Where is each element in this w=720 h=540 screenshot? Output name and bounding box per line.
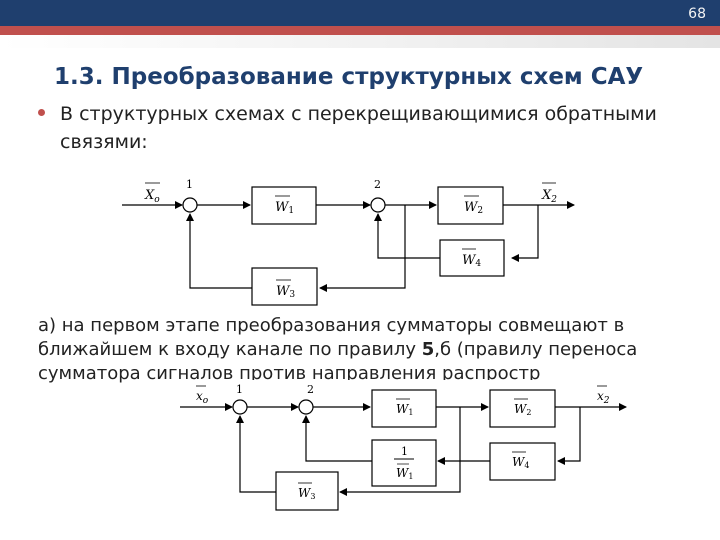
inverse-w1-label: W1 xyxy=(396,466,413,481)
block-w4 xyxy=(439,239,505,277)
input-label: Xo xyxy=(144,188,160,205)
w4-label: W4 xyxy=(512,455,529,470)
w1-label: W1 xyxy=(275,200,294,216)
summator-2 xyxy=(298,399,314,415)
block-w2 xyxy=(437,186,504,225)
block-w1 xyxy=(371,389,437,428)
w1-label: W1 xyxy=(396,402,413,417)
node-2-label: 2 xyxy=(374,178,381,191)
node-1-label: 1 xyxy=(236,383,243,396)
step-a-prefix: а) на первом этапе преобразования суммат… xyxy=(38,315,625,360)
output-label: x2 xyxy=(597,389,610,406)
inverse-numerator: 1 xyxy=(401,445,408,458)
w4-label: W4 xyxy=(462,253,481,269)
output-label: X2 xyxy=(541,188,557,205)
bullet-icon xyxy=(38,109,45,116)
block-w2 xyxy=(489,389,556,428)
header-bar xyxy=(0,0,720,26)
w3-label: W3 xyxy=(276,284,295,300)
step-a-suffix: ,б (правилу переноса сумматора сигналов … xyxy=(38,339,638,384)
step-a-text: а) на первом этапе преобразования суммат… xyxy=(38,314,708,386)
bullet-text: В структурных схемах с перекрещивающимис… xyxy=(60,103,657,153)
rule-number: 5 xyxy=(421,339,435,360)
w2-label: W2 xyxy=(464,200,483,216)
header-gradient-stripe xyxy=(0,35,720,48)
page-number: 68 xyxy=(688,6,706,22)
w2-label: W2 xyxy=(514,402,531,417)
node-2-label: 2 xyxy=(307,383,314,396)
node-1-label: 1 xyxy=(186,178,193,191)
block-inverse-w1 xyxy=(371,439,437,487)
block-w4 xyxy=(489,442,556,481)
block-w3 xyxy=(275,471,339,511)
summator-1 xyxy=(232,399,248,415)
header-accent-stripe xyxy=(0,26,720,35)
input-label: xo xyxy=(196,389,209,406)
slide-title: 1.3. Преобразование структурных схем САУ xyxy=(54,64,644,90)
block-w3 xyxy=(251,267,318,306)
w3-label: W3 xyxy=(298,486,315,501)
